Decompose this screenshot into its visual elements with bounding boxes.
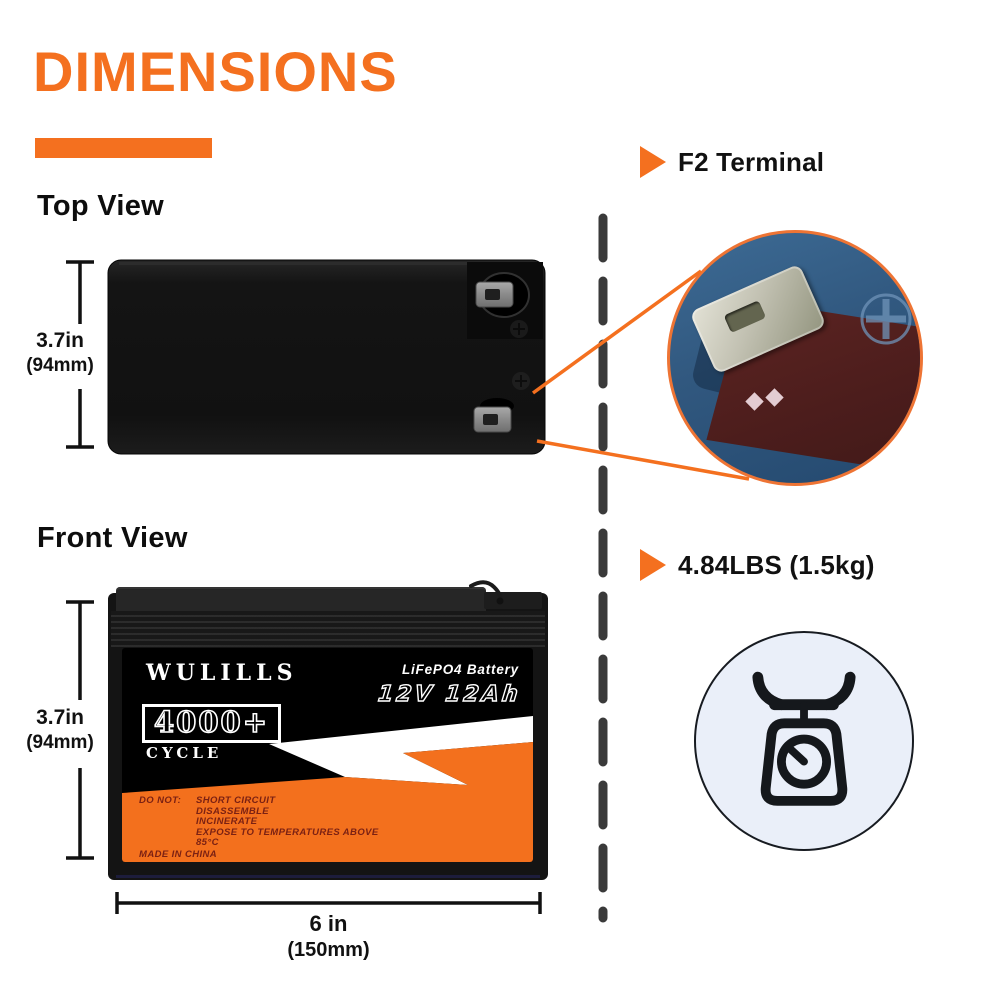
right-triangle-icon (640, 549, 666, 581)
dimension-mm: (150mm) (287, 939, 370, 961)
battery-lid-step (484, 592, 542, 609)
front-view-height-dimension: 3.7in (94mm) (2, 705, 118, 755)
page-title: DIMENSIONS (33, 40, 398, 103)
f2-terminal-tab-top (475, 281, 514, 308)
warning-text-block: DO NOT: SHORT CIRCUIT DISASSEMBLE INCINE… (139, 795, 379, 860)
cycle-count-box: 4000+ (142, 704, 282, 743)
battery-bottom-edge (116, 875, 540, 878)
dimension-mm: (94mm) (26, 355, 94, 376)
top-view-heading: Top View (37, 190, 165, 222)
warning-item: 85°C (196, 837, 219, 848)
battery-top-edge (119, 262, 533, 265)
f2-terminal-closeup-photo (667, 230, 923, 486)
title-underline (35, 138, 212, 158)
weight-label: 4.84LBS (1.5kg) (678, 549, 875, 580)
origin-label: MADE IN CHINA (139, 848, 218, 860)
warning-item: DISASSEMBLE (196, 805, 270, 817)
f2-terminal-label: F2 Terminal (678, 146, 825, 177)
battery-front-view-image: WULILLS LiFePO4 Battery 12V 12Ah 4000+ C… (108, 587, 548, 880)
dimension-inches: 3.7in (36, 329, 84, 352)
right-triangle-icon (640, 146, 666, 178)
battery-front-label: WULILLS LiFePO4 Battery 12V 12Ah 4000+ C… (122, 648, 533, 862)
warning-item: INCINERATE (196, 816, 258, 827)
plus-emboss-icon (860, 293, 912, 345)
f2-terminal-tab-bottom (473, 398, 514, 433)
brand-name: WULILLS (146, 660, 298, 686)
cycle-count: 4000+ (153, 705, 270, 739)
weight-callout: 4.84LBS (1.5kg) (640, 549, 875, 581)
screw-icon (512, 372, 530, 390)
battery-chemistry: LiFePO4 Battery (401, 662, 519, 677)
dimension-inches: 6 in (309, 911, 348, 936)
warning-item: EXPOSE TO TEMPERATURES ABOVE (196, 826, 379, 838)
warning-item: SHORT CIRCUIT (196, 795, 276, 806)
top-view-height-dimension: 3.7in (94mm) (2, 328, 118, 378)
cycle-word: CYCLE (146, 744, 223, 762)
front-view-heading: Front View (37, 522, 188, 554)
battery-lid (116, 587, 486, 611)
battery-top-ridges (111, 611, 545, 647)
terminal-slot-hole (723, 300, 767, 334)
warning-label: DO NOT: (139, 795, 182, 806)
f2-terminal-callout: F2 Terminal (640, 146, 824, 178)
screw-icon (510, 320, 528, 338)
battery-rating: 12V 12Ah (376, 681, 523, 707)
battery-top-view-image (107, 259, 546, 455)
front-view-width-dimension: 6 in (150mm) (117, 910, 540, 964)
dimension-inches: 3.7in (36, 706, 84, 729)
dimension-mm: (94mm) (26, 732, 94, 753)
lightning-bolt-graphic (122, 716, 533, 862)
weight-badge-circle (694, 631, 914, 851)
kitchen-scale-icon (752, 671, 856, 806)
